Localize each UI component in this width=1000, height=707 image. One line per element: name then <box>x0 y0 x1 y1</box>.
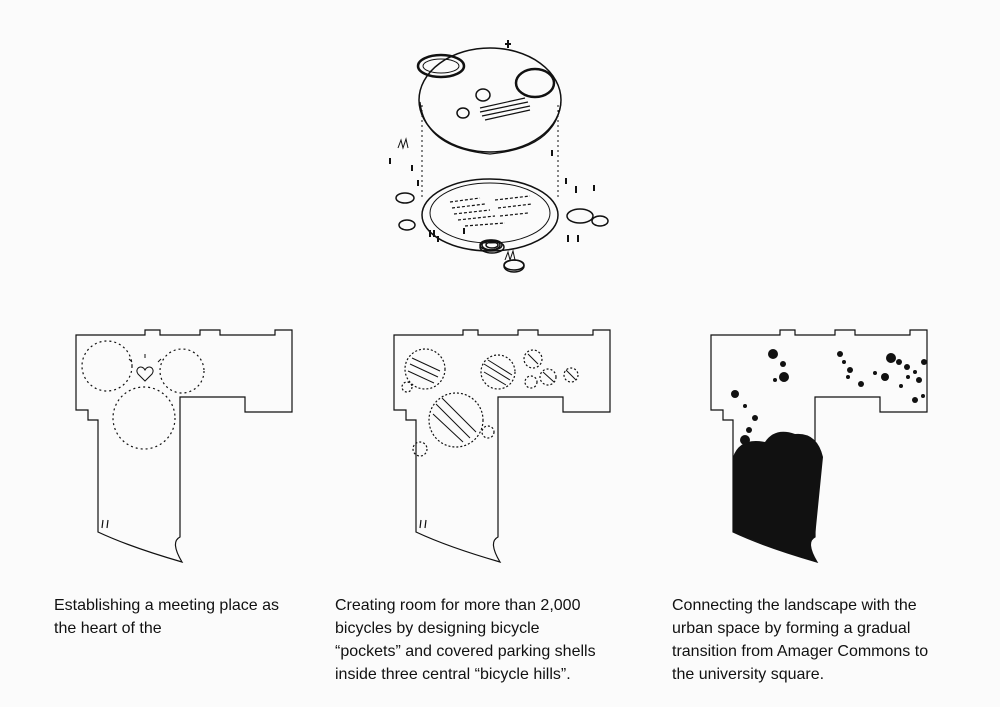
caption-line: the heart of the <box>54 620 162 637</box>
caption-landscape-transition: Connecting the landscape with the urban … <box>672 594 962 686</box>
caption-meeting-place: Establishing a meeting place as the hear… <box>54 594 304 640</box>
bicycle-hill-exploded-sketch <box>389 40 609 273</box>
site-outline <box>393 329 611 563</box>
site-outline <box>75 329 293 563</box>
hill-base-disc <box>421 178 559 252</box>
caption-line: transition from Amager Commons to <box>672 643 929 660</box>
caption-line: Connecting the landscape with the <box>672 597 917 614</box>
caption-line: Creating room for more than 2,000 <box>335 597 581 614</box>
plan-bicycle-pockets <box>393 329 611 563</box>
caption-line: the university square. <box>672 666 825 683</box>
site-outline <box>710 329 928 563</box>
caption-line: inside three central “bicycle hills”. <box>335 666 571 683</box>
landscape-blobs <box>731 349 927 562</box>
caption-line: urban space by forming a gradual <box>672 620 911 637</box>
caption-line: bicycles by designing bicycle <box>335 620 540 637</box>
plan-meeting-place <box>75 329 293 563</box>
plan-landscape-transition <box>710 329 928 563</box>
heart-icon <box>136 366 154 382</box>
caption-bicycle-pockets: Creating room for more than 2,000 bicycl… <box>335 594 615 686</box>
caption-line: “pockets” and covered parking shells <box>335 643 596 660</box>
hill-roof-disc <box>418 47 562 153</box>
caption-line: Establishing a meeting place as <box>54 597 280 614</box>
